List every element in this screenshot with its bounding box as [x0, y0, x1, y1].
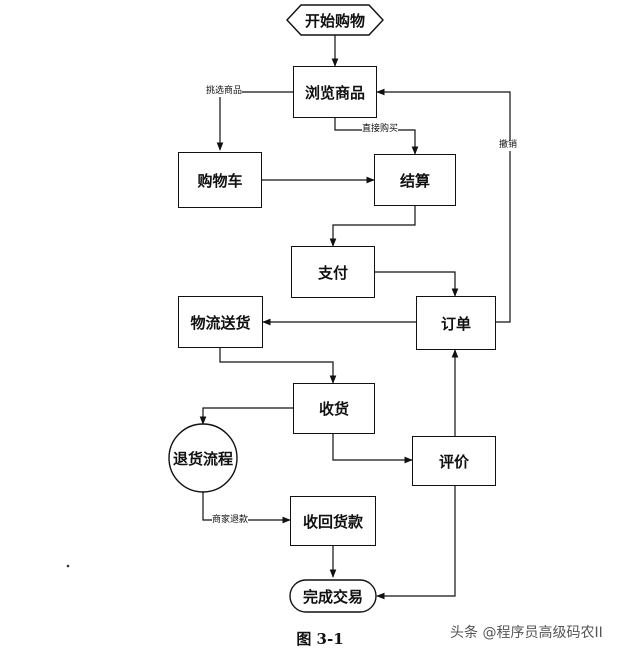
edge-browse-cart	[216, 91, 293, 151]
edge-order-browse	[376, 88, 511, 323]
edge-receive-review	[332, 434, 413, 464]
node-order-label: 订单	[440, 314, 471, 333]
edge-review-complete	[376, 486, 456, 600]
node-complete-label: 完成交易	[302, 587, 363, 606]
edge-pay-order	[375, 271, 459, 297]
node-checkout: 结算	[374, 154, 456, 206]
node-browse: 浏览商品	[293, 66, 377, 118]
node-cart-label: 购物车	[197, 171, 243, 190]
node-complete: 完成交易	[290, 580, 376, 612]
figure-caption: 图 3-1	[296, 630, 344, 648]
node-pay-label: 支付	[317, 263, 348, 282]
node-logistics: 物流送货	[178, 296, 263, 348]
node-receive: 收货	[293, 383, 375, 434]
edge-logistics-receive	[219, 348, 337, 384]
node-receive-label: 收货	[318, 400, 349, 418]
node-refund: 收回货款	[290, 496, 376, 546]
node-order: 订单	[416, 296, 496, 350]
stray-dot	[66, 564, 70, 568]
node-cart: 购物车	[178, 152, 262, 208]
edge-label-buy-direct: 直接购买	[362, 124, 399, 135]
edge-label-merchant-refund: 商家退款	[212, 515, 249, 526]
node-review: 评价	[412, 436, 496, 486]
edge-return-refund	[202, 492, 291, 524]
edge-checkout-pay	[329, 206, 416, 247]
node-browse-label: 浏览商品	[304, 83, 365, 102]
edge-receive-return	[199, 407, 293, 425]
watermark: 头条 @程序员高级码农II	[450, 625, 603, 641]
edge-label-pick-goods: 挑选商品	[206, 86, 243, 97]
node-checkout-label: 结算	[399, 171, 430, 190]
node-return-process: 退货流程	[169, 424, 237, 492]
return-process-shape	[168, 423, 238, 493]
node-pay: 支付	[291, 246, 375, 298]
start-shape	[286, 4, 384, 36]
node-review-label: 评价	[438, 452, 469, 471]
node-logistics-label: 物流送货	[190, 313, 251, 332]
node-start-label: 开始购物	[304, 11, 365, 30]
complete-shape	[289, 579, 377, 613]
node-refund-label: 收回货款	[302, 512, 363, 531]
node-start: 开始购物	[301, 6, 369, 34]
node-return-process-label: 退货流程	[172, 449, 233, 468]
edge-label-cancel: 撤销	[499, 140, 518, 151]
